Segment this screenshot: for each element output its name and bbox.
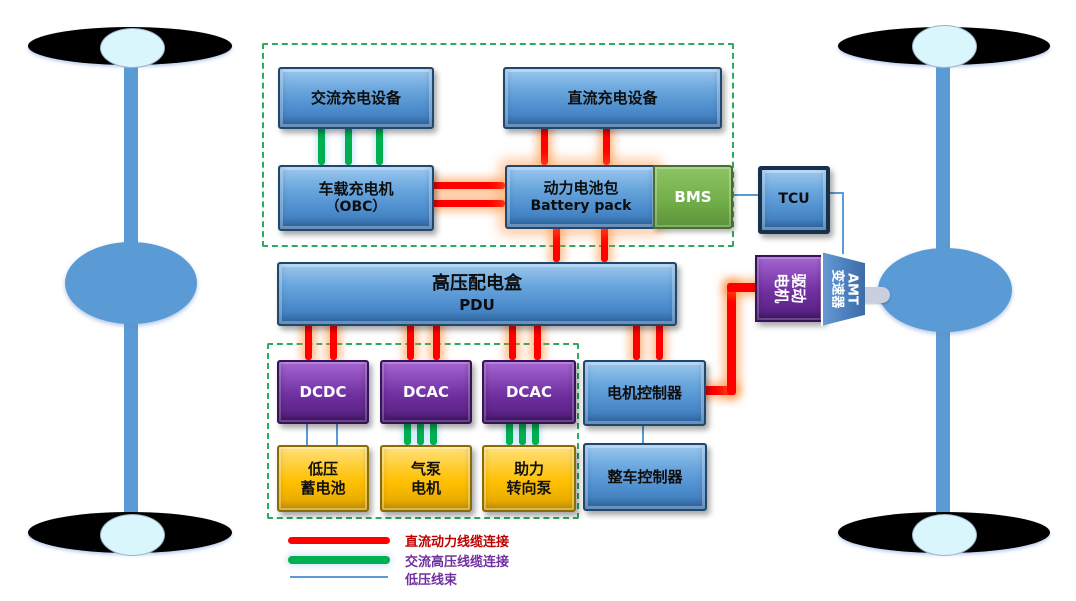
ac-charging-equipment-box: 交流充电设备 (278, 67, 434, 129)
lv-battery-label2: 蓄电池 (300, 478, 346, 497)
dc-cable (305, 322, 312, 360)
dcdc-label: DCDC (299, 382, 347, 401)
dc-cable (534, 322, 541, 360)
pdu-sublabel: PDU (459, 295, 495, 314)
dc-cable (430, 182, 505, 189)
lv-battery-label: 低压 (307, 459, 338, 478)
dc-cable (553, 225, 560, 262)
legend-dc-swatch (288, 537, 390, 544)
charging-system-frame (262, 43, 734, 247)
dcac-steer-box: DCAC (482, 360, 576, 424)
legend-dc-label: 直流动力线缆连接 (405, 535, 510, 550)
vehicle-controller-box: 整车控制器 (583, 443, 707, 511)
ac-cable (345, 127, 352, 165)
ac-cable (519, 420, 526, 445)
ac-cable (318, 127, 325, 165)
dc-cable (541, 125, 548, 165)
drive-motor-label: 驱动 电机 (772, 273, 808, 304)
tcu-label: TCU (778, 191, 810, 208)
lv-wire (306, 420, 308, 445)
left-axle-housing (65, 242, 197, 324)
ac-charging-equipment-label: 交流充电设备 (310, 88, 401, 107)
dc-cable-motor (727, 283, 736, 395)
battery-pack-label: 动力电池包 (543, 178, 619, 197)
ac-cable (376, 127, 383, 165)
dc-cable (330, 322, 337, 360)
pdu-box: 高压配电盒 PDU (277, 262, 677, 326)
dcac-steer-label: DCAC (505, 382, 553, 401)
lv-wire-tcu-amt (822, 192, 844, 194)
lv-wire (336, 420, 338, 445)
amt-gearbox: AMT 变速器 (821, 252, 865, 326)
dc-charging-equipment-label: 直流充电设备 (567, 88, 658, 107)
right-rear-hub (912, 514, 977, 556)
dc-cable (430, 200, 505, 207)
dc-cable (656, 322, 663, 360)
dcac-air-label: DCAC (402, 382, 450, 401)
dc-cable-motor (727, 283, 757, 292)
dcdc-box: DCDC (277, 360, 369, 424)
pdu-label: 高压配电盒 (432, 273, 522, 295)
left-rear-hub (100, 514, 165, 556)
amt-gearbox-label: AMT 变速器 (829, 269, 860, 309)
onboard-charger-label: 车载充电机 (318, 179, 394, 198)
ac-cable (417, 420, 424, 445)
battery-pack-sublabel: Battery pack (530, 197, 632, 214)
dc-charging-equipment-box: 直流充电设备 (503, 67, 722, 129)
tcu-box: TCU (758, 166, 830, 234)
power-steering-pump-box: 助力 转向泵 (482, 445, 576, 512)
air-pump-motor-label: 气泵 (410, 459, 441, 478)
drive-motor-box: 驱动 电机 (755, 255, 824, 322)
bms-label: BMS (674, 187, 712, 206)
dc-cable (509, 322, 516, 360)
battery-pack-box: 动力电池包 Battery pack (505, 165, 657, 229)
lv-wire-tcu-amt (842, 192, 844, 254)
left-front-hub (100, 28, 165, 68)
legend-lv-label: 低压线束 (405, 573, 458, 588)
legend-lv-swatch (290, 576, 388, 578)
auxiliary-system-frame (267, 343, 579, 519)
right-front-hub (912, 25, 977, 68)
vehicle-controller-label: 整车控制器 (607, 467, 683, 486)
lv-battery-box: 低压 蓄电池 (277, 445, 369, 512)
air-pump-motor-box: 气泵 电机 (380, 445, 472, 512)
right-differential (878, 248, 1012, 332)
dc-cable (407, 322, 414, 360)
motor-controller-label: 电机控制器 (606, 383, 682, 402)
dc-cable (603, 125, 610, 165)
dc-cable (633, 322, 640, 360)
ac-cable (404, 420, 411, 445)
ac-cable (506, 420, 513, 445)
power-steering-pump-label: 助力 (513, 459, 544, 478)
legend-ac-swatch (288, 556, 390, 564)
onboard-charger-sublabel: （OBC） (325, 198, 387, 215)
dc-cable (433, 322, 440, 360)
ac-cable (430, 420, 437, 445)
bms-box: BMS (653, 165, 733, 229)
dcac-air-box: DCAC (380, 360, 472, 424)
power-steering-pump-label2: 转向泵 (506, 478, 552, 497)
onboard-charger-box: 车载充电机 （OBC） (278, 165, 434, 231)
lv-wire-bms-tcu (729, 194, 758, 196)
lv-wire-mcu-vcu (642, 422, 644, 443)
air-pump-motor-label2: 电机 (410, 478, 441, 497)
motor-controller-box: 电机控制器 (583, 360, 706, 426)
dc-cable (601, 225, 608, 262)
dc-cable-motor (700, 386, 736, 395)
legend-ac-label: 交流高压线缆连接 (405, 555, 510, 570)
ac-cable (532, 420, 539, 445)
